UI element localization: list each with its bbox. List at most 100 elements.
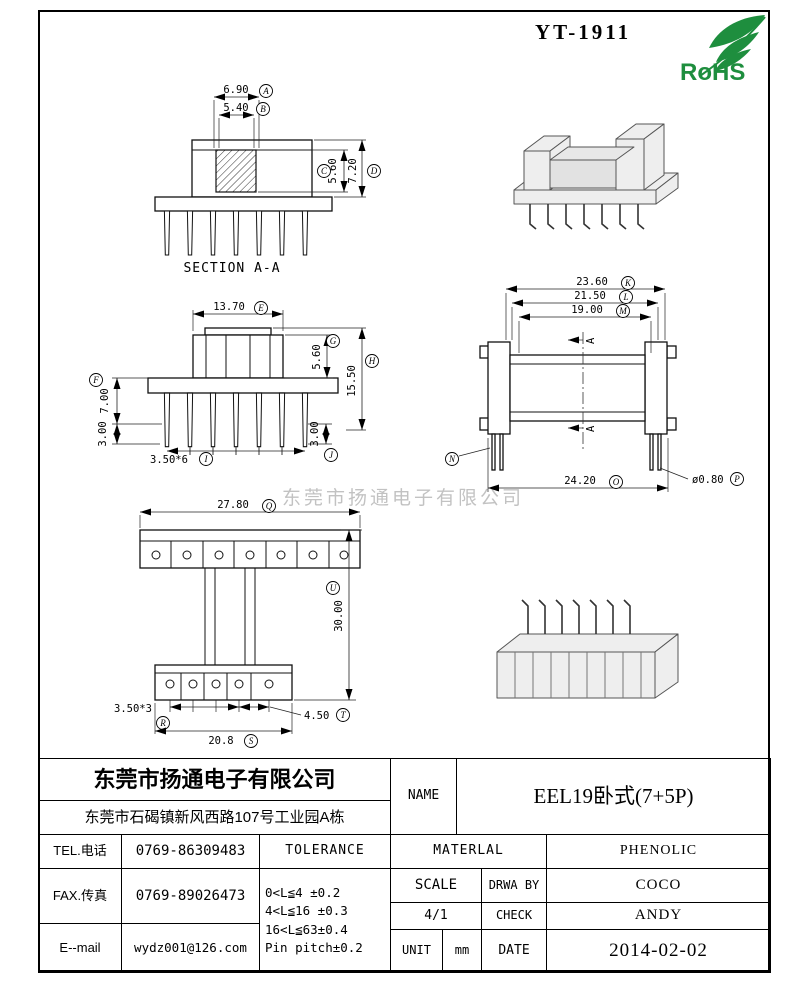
bottom-low-row-cells <box>165 673 274 700</box>
tolerance-row-1: 0<L≦4 ±0.2 <box>265 884 341 900</box>
front-dim-left-lower: 3.00 <box>97 421 109 446</box>
svg-text:B: B <box>260 104 266 114</box>
label-t: T <box>336 708 350 722</box>
label-p: P <box>730 472 744 486</box>
name-label: NAME <box>390 758 457 835</box>
svg-text:K: K <box>624 278 632 288</box>
iso-view-upper <box>513 123 679 230</box>
svg-text:N: N <box>448 454 456 464</box>
top-dim-w4: 24.20 <box>564 475 596 487</box>
svg-text:H: H <box>368 356 376 366</box>
view-top: A A 23.60 K 21.50 L 19.00 M <box>445 276 744 492</box>
bottom-top-row-cells <box>151 541 349 568</box>
drawing-number: YT-1911 <box>535 20 632 44</box>
label-j: J <box>324 448 338 462</box>
section-arrow-bottom: A <box>585 425 597 432</box>
section-dim-top-inner: 5.40 <box>223 102 248 114</box>
label-q: Q <box>262 499 276 513</box>
material-label: MATERLAL <box>390 834 547 869</box>
svg-text:U: U <box>330 583 337 593</box>
email-value: wydz001@126.com <box>121 923 260 973</box>
scale-value: 4/1 <box>390 902 482 930</box>
front-dim-right-inner: 5.60 <box>311 344 323 369</box>
svg-text:P: P <box>733 474 740 484</box>
drawn-by-label: DRWA BY <box>481 868 547 903</box>
svg-text:C: C <box>321 166 328 176</box>
drawing-frame <box>38 10 770 972</box>
section-dim-top-outer: 6.90 <box>223 84 248 96</box>
section-dim-right-inner: 5.60 <box>327 158 339 183</box>
label-f: F <box>89 373 103 387</box>
front-dim-left-upper: 7.00 <box>99 388 111 413</box>
svg-text:A: A <box>262 86 269 96</box>
iso-lower-slots <box>514 652 642 698</box>
tolerance-body: 0<L≦4 ±0.2 4<L≦16 ±0.3 16<L≦63±0.4 Pin p… <box>259 868 391 973</box>
rohs-leaf-icon <box>699 15 766 77</box>
label-m: M <box>616 304 630 318</box>
drawn-by-value: COCO <box>546 868 771 903</box>
svg-text:L: L <box>622 292 628 302</box>
label-b: B <box>256 102 270 116</box>
svg-text:F: F <box>92 375 99 385</box>
label-e: E <box>254 301 268 315</box>
email-label: E--mail <box>38 923 122 973</box>
tel-value: 0769-86309483 <box>121 834 260 869</box>
fax-value: 0769-89026473 <box>121 868 260 924</box>
scale-label: SCALE <box>390 868 482 903</box>
svg-text:D: D <box>370 166 378 176</box>
svg-text:S: S <box>249 736 254 746</box>
svg-text:R: R <box>159 718 166 728</box>
label-u: U <box>326 581 340 595</box>
label-i: I <box>199 452 213 466</box>
label-a: A <box>259 84 273 98</box>
label-s: S <box>244 734 258 748</box>
iso-upper-pins <box>529 204 645 230</box>
front-dim-pitch: 3.50*6 <box>150 454 188 466</box>
check-value: ANDY <box>546 902 771 930</box>
unit-label: UNIT <box>390 929 443 973</box>
section-dim-right-outer: 7.20 <box>347 158 359 183</box>
svg-text:G: G <box>330 336 337 346</box>
tolerance-title: TOLERANCE <box>259 834 391 869</box>
front-dim-width: 13.70 <box>213 301 245 313</box>
rohs-logo: RoHS <box>680 15 766 86</box>
svg-text:E: E <box>257 303 264 313</box>
label-r: R <box>156 716 170 730</box>
section-pins <box>163 210 309 256</box>
label-k: K <box>621 276 635 290</box>
tolerance-row-4: Pin pitch±0.2 <box>265 939 363 955</box>
front-dim-pin-len: 3.00 <box>309 421 321 446</box>
label-c: C <box>317 164 331 178</box>
rohs-text: RoHS <box>680 59 745 86</box>
unit-value: mm <box>442 929 482 973</box>
view-section-aa: 6.90 A 5.40 B 5.60 C 7.20 D <box>154 84 381 276</box>
bottom-dim-end: 4.50 <box>304 710 329 722</box>
svg-text:T: T <box>340 710 346 720</box>
tel-label: TEL.电话 <box>38 834 122 869</box>
section-arrow-top: A <box>585 337 597 344</box>
date-value: 2014-02-02 <box>546 929 771 973</box>
top-view-pins <box>491 433 662 471</box>
svg-text:J: J <box>329 450 334 460</box>
svg-text:M: M <box>618 306 627 316</box>
label-d: D <box>367 164 381 178</box>
section-title: SECTION A-A <box>183 261 280 276</box>
bottom-dim-pitch3: 3.50*3 <box>114 703 152 715</box>
bottom-dim-height: 30.00 <box>333 600 345 632</box>
top-dim-w1: 23.60 <box>576 276 608 288</box>
hatched-core <box>215 149 257 193</box>
view-front: 13.70 E 7.00 F 3.00 5.60 G <box>89 301 379 466</box>
label-h: H <box>365 354 379 368</box>
iso-lower-pins <box>521 599 631 634</box>
label-n: N <box>445 452 459 466</box>
label-o: O <box>609 475 623 489</box>
check-label: CHECK <box>481 902 547 930</box>
tolerance-row-3: 16<L≦63±0.4 <box>265 921 348 937</box>
bottom-dim-width-low: 20.8 <box>208 735 233 747</box>
iso-view-lower <box>496 599 679 699</box>
view-bottom: 27.80 Q <box>114 499 362 748</box>
svg-text:Q: Q <box>266 501 273 511</box>
top-dim-w2: 21.50 <box>574 290 606 302</box>
front-dim-right-outer: 15.50 <box>346 365 358 397</box>
